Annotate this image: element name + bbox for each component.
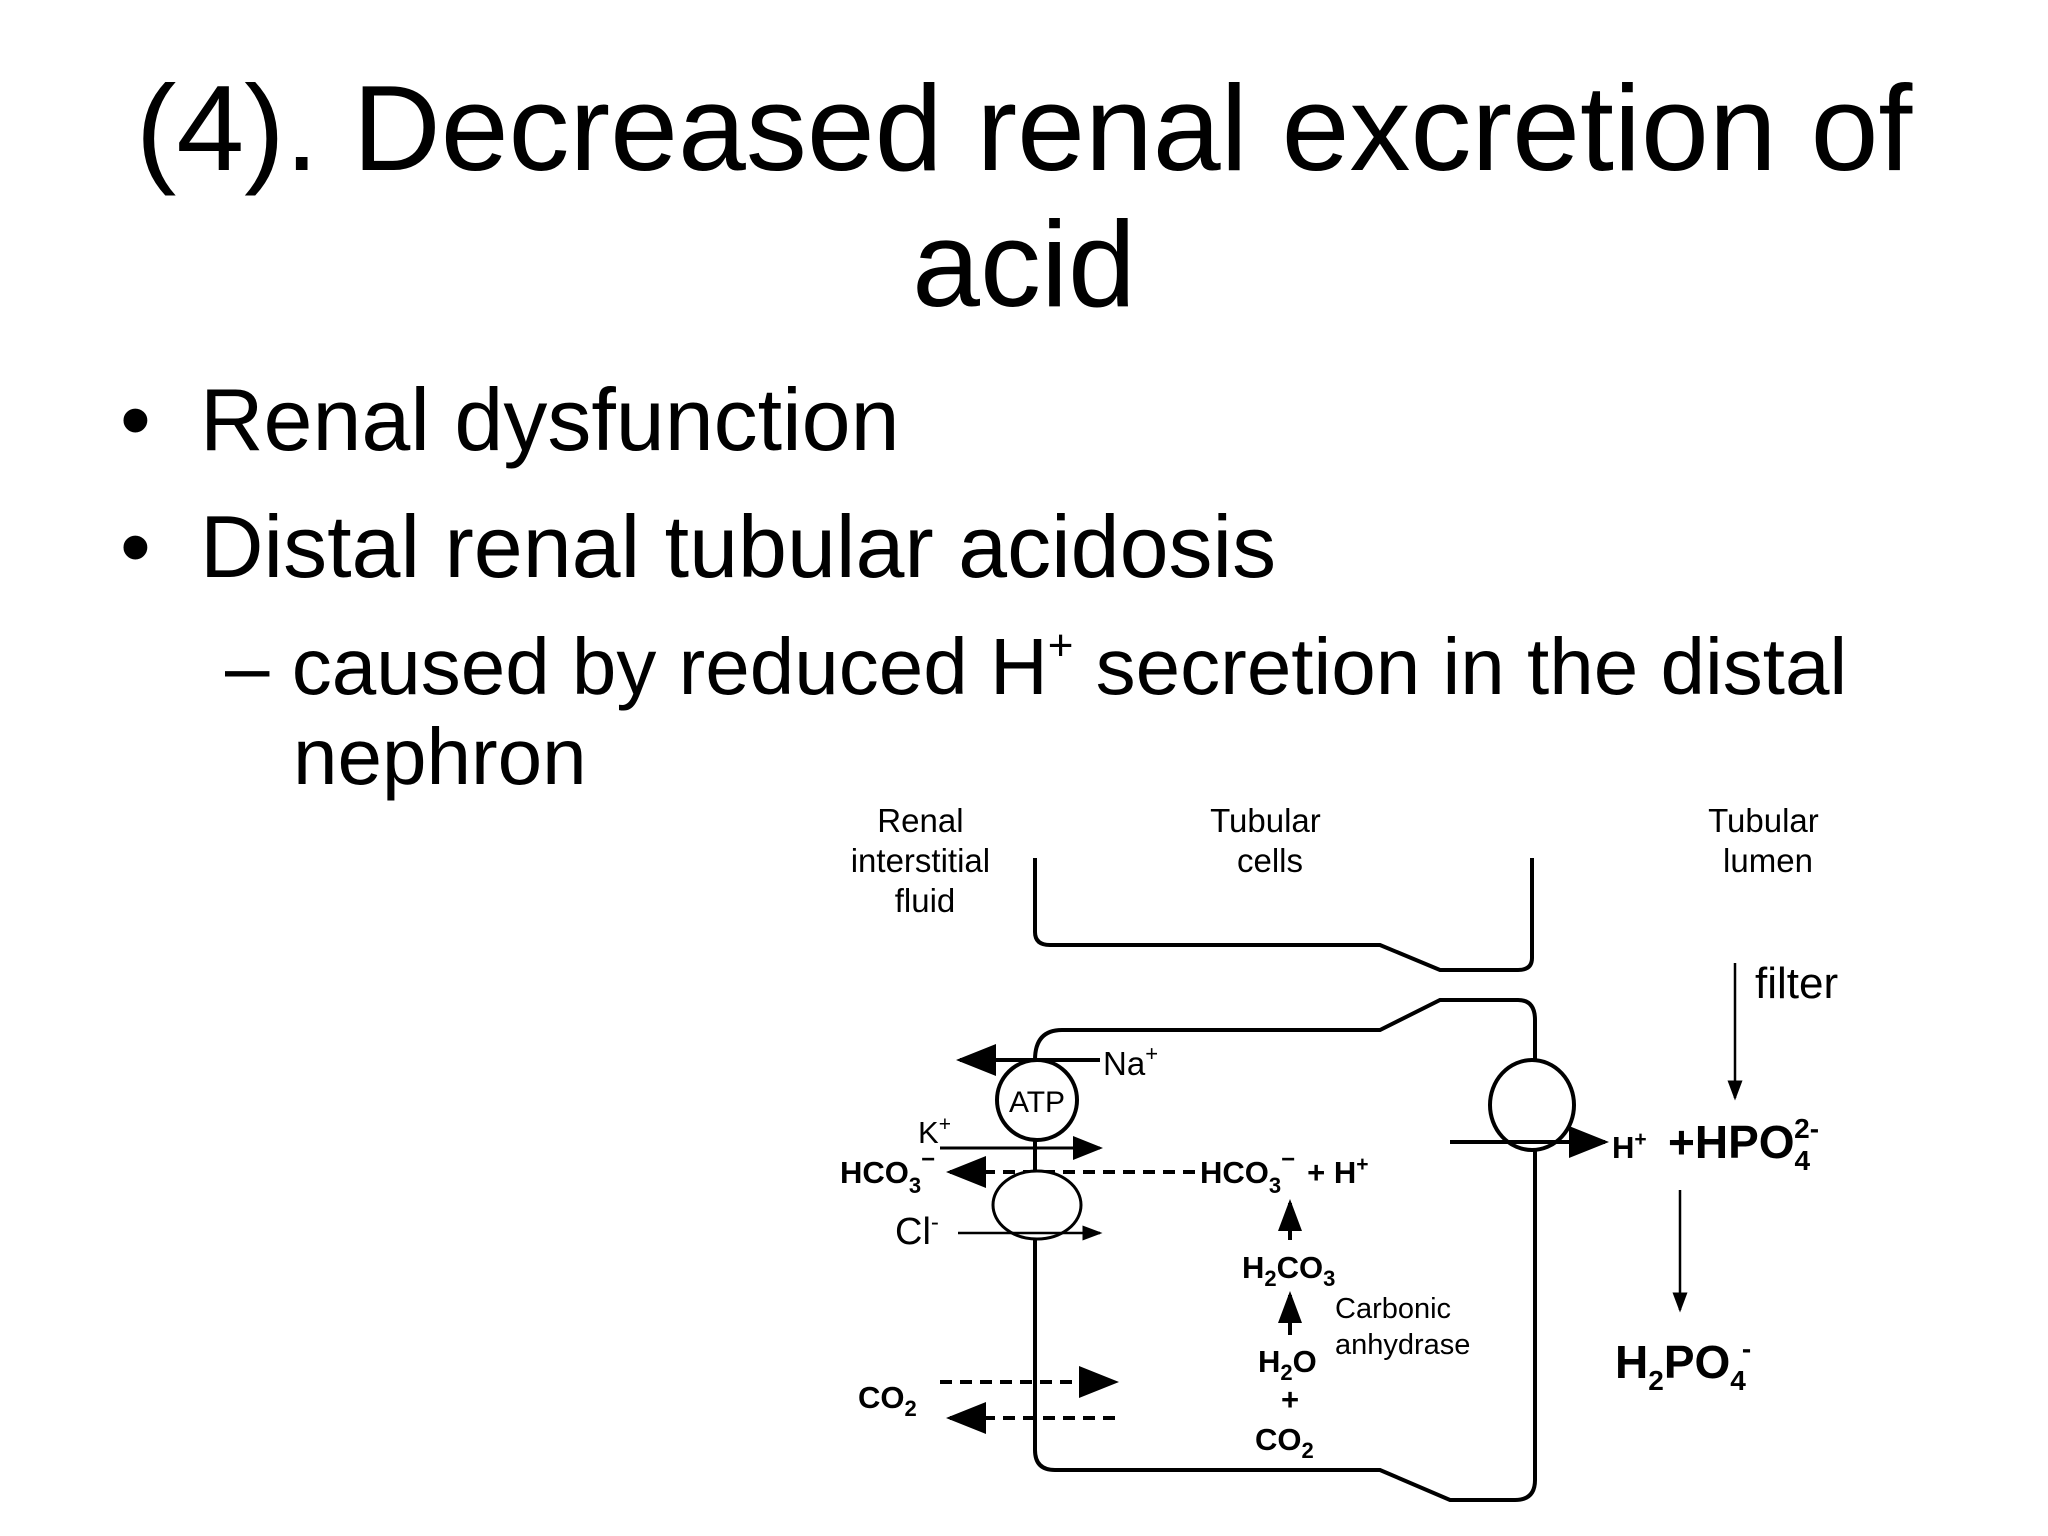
bullet-marker: •: [120, 497, 151, 596]
dihydrogen-phosphate-label: H2PO4-: [1615, 1333, 1751, 1396]
chloride-label: Cl-: [895, 1209, 939, 1253]
header-interstitial: Renal interstitial fluid: [851, 802, 1000, 919]
sub-bullet-line-2: nephron: [293, 712, 587, 801]
filter-label: filter: [1755, 959, 1838, 1008]
sub-bullet-text-pre: caused by reduced H: [291, 622, 1048, 711]
plus-sign: +: [1281, 1382, 1299, 1417]
bullet-item-distal-rta: • Distal renal tubular acidosis: [120, 497, 1276, 597]
lumen-proton-label: H+: [1612, 1128, 1647, 1165]
bullet-text: Distal renal tubular acidosis: [200, 497, 1277, 596]
carbonic-acid-label: H2CO3: [1242, 1250, 1335, 1291]
atp-label: ATP: [1009, 1086, 1065, 1119]
water-label: H2O: [1258, 1344, 1317, 1385]
sub-bullet-dash: –: [225, 622, 270, 711]
sodium-label: Na+: [1103, 1041, 1158, 1082]
hydrogen-phosphate-label: +HPO42-: [1668, 1113, 1819, 1176]
potassium-label: K+: [918, 1113, 951, 1150]
tubular-cell-outline: [1033, 998, 1537, 1502]
slide-title: (4). Decreased renal excretion of acid: [0, 60, 2048, 332]
co2-cell-label: CO2: [1255, 1422, 1314, 1463]
header-tubular-cells: Tubular cells: [1210, 802, 1330, 879]
header-tubular-lumen: Tubular lumen: [1708, 802, 1828, 879]
sub-bullet-sup: +: [1047, 621, 1074, 670]
title-line-1: (4). Decreased renal excretion of: [135, 60, 1913, 196]
chloride-exchanger-icon: [991, 1169, 1083, 1241]
bullet-text: Renal dysfunction: [200, 370, 900, 469]
proton-pump-icon: [1488, 1058, 1576, 1152]
bicarbonate-left-label: HCO3−: [840, 1146, 935, 1198]
atp-pump-icon: [995, 1058, 1079, 1142]
bullet-item-renal-dysfunction: • Renal dysfunction: [120, 370, 900, 470]
title-line-2: acid: [912, 196, 1136, 332]
co2-interstitial-label: CO2: [858, 1380, 917, 1421]
bicarbonate-cell-label: HCO3−+ H+: [1200, 1146, 1369, 1198]
carbonic-anhydrase-label: Carbonic anhydrase: [1335, 1293, 1470, 1361]
upper-cell-outline: [1033, 858, 1534, 972]
sub-bullet-text-post: secretion in the distal: [1073, 622, 1848, 711]
bullet-marker: •: [120, 370, 151, 469]
sub-bullet: – caused by reduced H+ secretion in the …: [225, 622, 1925, 802]
